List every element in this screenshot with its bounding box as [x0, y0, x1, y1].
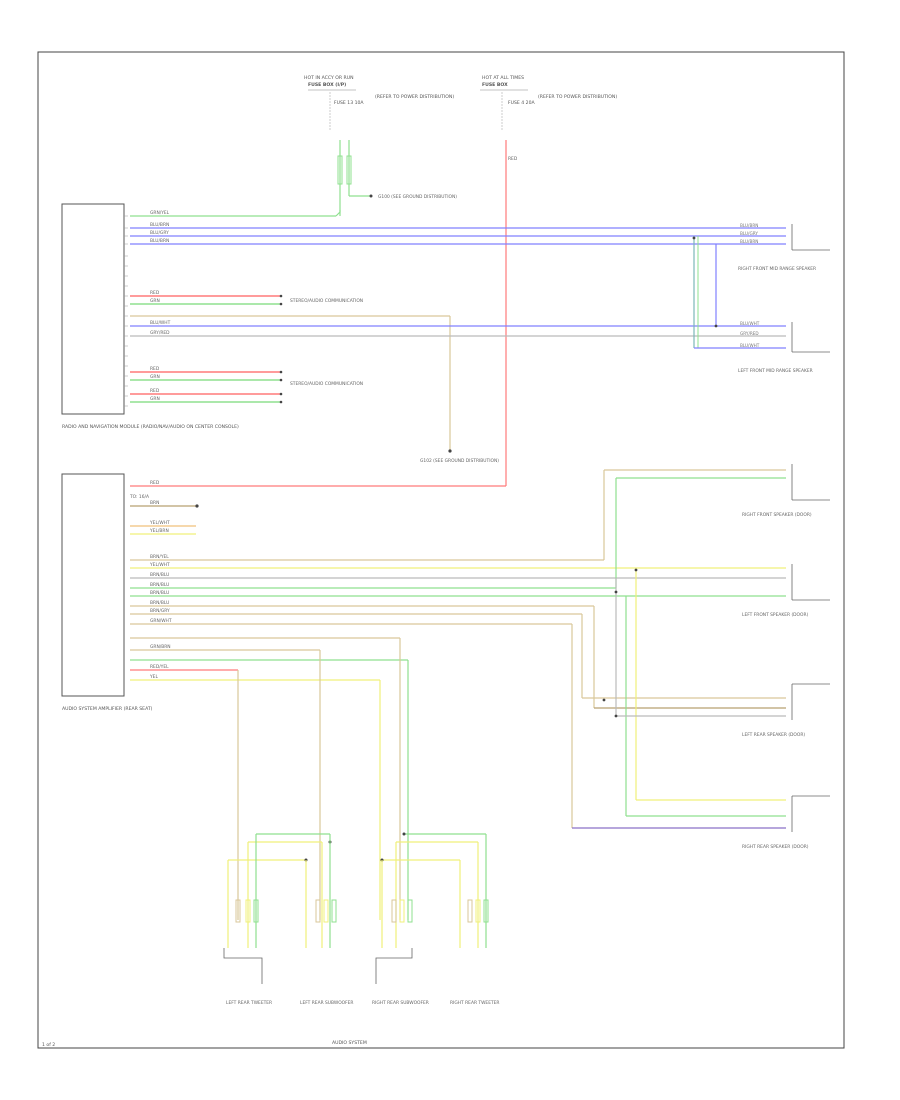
wire-label-1: GRN/YEL	[150, 210, 170, 216]
lm-pin-2: GRY/RED	[740, 331, 759, 336]
wire-label-27: YEL	[149, 674, 158, 680]
wire-label-6: BLU/WHT	[150, 320, 171, 326]
ground-left-label: G102 (SEE GROUND DISTRIBUTION)	[420, 458, 499, 464]
wire-label-13: RED	[150, 480, 160, 486]
fuse-box-i-p-label: FUSE BOX (I/P)	[308, 82, 346, 88]
connector-pins-label: TO: 16/A	[129, 494, 149, 500]
rfm-pin-3: BLU/BRN	[740, 239, 758, 244]
radio-module-box	[61, 203, 125, 415]
wire-label-4: RED	[150, 290, 160, 296]
radio-module-desc: RADIO AND NAVIGATION MODULE (RADIO/NAV/A…	[62, 424, 239, 430]
speaker-connector-4: RIGHT REAR TWEETER	[450, 834, 499, 1006]
fuse-b-title: FUSE 4 20A	[508, 100, 536, 106]
left-front-door-label: LEFT FRONT SPEAKER (DOOR)	[742, 612, 809, 618]
wire-label-18: YEL/WHT	[149, 562, 170, 568]
bottom-speaker-3: RIGHT REAR SUBWOOFER	[372, 1000, 429, 1006]
connector-right-front-door: RIGHT FRONT SPEAKER (DOOR)	[742, 464, 830, 518]
wire-label-12: GRN	[150, 396, 160, 402]
wire-label-19: BRN/BLU	[150, 572, 169, 578]
speaker-connector-2: LEFT REAR SUBWOOFER	[300, 834, 353, 1006]
right-front-mid-label: RIGHT FRONT MID RANGE SPEAKER	[738, 266, 816, 272]
left-mid-label: LEFT FRONT MID RANGE SPEAKER	[738, 368, 813, 374]
radio-wires: GRN/YEL BLU/BRN BLU/GRY BLU/BRN RED GRN …	[130, 210, 786, 464]
wire-label-fuse-b: RED	[508, 156, 518, 162]
wire-label-25: GRN/BRN	[150, 644, 171, 650]
ground-fuse-box-label: G100 (SEE GROUND DISTRIBUTION)	[378, 194, 457, 200]
fuse-b-desc: (REFER TO POWER DISTRIBUTION)	[538, 94, 617, 100]
hot-all-label: HOT AT ALL TIMES	[482, 75, 524, 81]
speaker-connector-3: RIGHT REAR SUBWOOFER	[372, 842, 429, 1006]
fuse-a-title: FUSE 13 10A	[334, 100, 364, 106]
wire-label-20: BRN/BLU	[150, 582, 169, 588]
connector-right-front-mid: BLU/BRN BLU/GRY BLU/BRN RIGHT FRONT MID …	[738, 223, 830, 272]
right-front-door-label: RIGHT FRONT SPEAKER (DOOR)	[742, 512, 812, 518]
stereo-comm-2: STEREO/AUDIO COMMUNICATION	[290, 381, 363, 387]
connector-left-front-door: LEFT FRONT SPEAKER (DOOR)	[742, 564, 830, 618]
wire-label-2: BLU/BRN	[150, 222, 169, 228]
wire-label-21: BRN/BLU	[150, 590, 169, 596]
wire-label-5: GRN	[150, 298, 160, 304]
fuse-a-connector: G100 (SEE GROUND DISTRIBUTION)	[337, 140, 457, 216]
bottom-speaker-links	[228, 832, 486, 862]
right-rear-label: RIGHT REAR SPEAKER (DOOR)	[742, 844, 809, 850]
amplifier-wires: RED BRN TO: 16/A YEL/WHT YEL/BRN BRN/YEL…	[129, 469, 786, 920]
bottom-speaker-2: LEFT REAR SUBWOOFER	[300, 1000, 353, 1006]
wire-label-23: BRN/GRY	[150, 608, 170, 614]
footer-center: AUDIO SYSTEM	[332, 1040, 367, 1046]
wire-label-22: BRN/BLU	[150, 600, 169, 606]
speaker-connector-1: LEFT REAR TWEETER	[223, 834, 272, 1006]
footer-left: 1 of 2	[42, 1042, 55, 1048]
bottom-speaker-1: LEFT REAR TWEETER	[226, 1000, 272, 1006]
amplifier-desc: AUDIO SYSTEM AMPLIFIER (REAR SEAT)	[62, 706, 153, 712]
wire-label-14: BRN	[150, 500, 159, 506]
lm-pin-1: BLU/WHT	[740, 321, 760, 326]
fuse-a-desc: (REFER TO POWER DISTRIBUTION)	[375, 94, 454, 100]
stereo-comm-1: STEREO/AUDIO COMMUNICATION	[290, 298, 363, 304]
wire-label-11: RED	[150, 388, 160, 394]
connector-left-mid: BLU/WHT GRY/RED BLU/WHT LEFT FRONT MID R…	[738, 321, 830, 374]
wire-label-16: YEL/BRN	[149, 528, 169, 534]
wire-label-10: GRN	[150, 374, 160, 380]
wire-label-9: RED	[150, 366, 160, 372]
wire-label-17: BRN/YEL	[150, 554, 169, 560]
diagram-frame	[37, 51, 845, 1049]
left-rear-label: LEFT REAR SPEAKER (DOOR)	[742, 732, 805, 738]
right-vertical-links	[692, 236, 786, 349]
rfm-pin-2: BLU/GRY	[740, 231, 758, 236]
wire-label-2b: BLU/BRN	[150, 238, 169, 244]
fuse-box-label: FUSE BOX	[482, 82, 508, 88]
wire-label-8: GRY/RED	[150, 330, 170, 336]
hot-accy-label: HOT IN ACCY OR RUN	[304, 75, 354, 81]
wire-label-26: RED/YEL	[150, 664, 169, 670]
connector-left-rear: LEFT REAR SPEAKER (DOOR)	[742, 683, 830, 738]
rfm-pin-1: BLU/BRN	[740, 223, 758, 228]
fuse-b-red-wire: RED	[505, 140, 518, 486]
lm-pin-3: BLU/WHT	[740, 343, 760, 348]
radio-module-pins	[124, 215, 128, 407]
wire-label-15: YEL/WHT	[149, 520, 170, 526]
bottom-speaker-4: RIGHT REAR TWEETER	[450, 1000, 499, 1006]
wire-label-3: BLU/GRY	[150, 230, 169, 236]
connector-right-rear: RIGHT REAR SPEAKER (DOOR)	[742, 795, 830, 850]
amplifier-box	[61, 473, 125, 697]
wire-label-24: GRN/WHT	[150, 618, 172, 624]
